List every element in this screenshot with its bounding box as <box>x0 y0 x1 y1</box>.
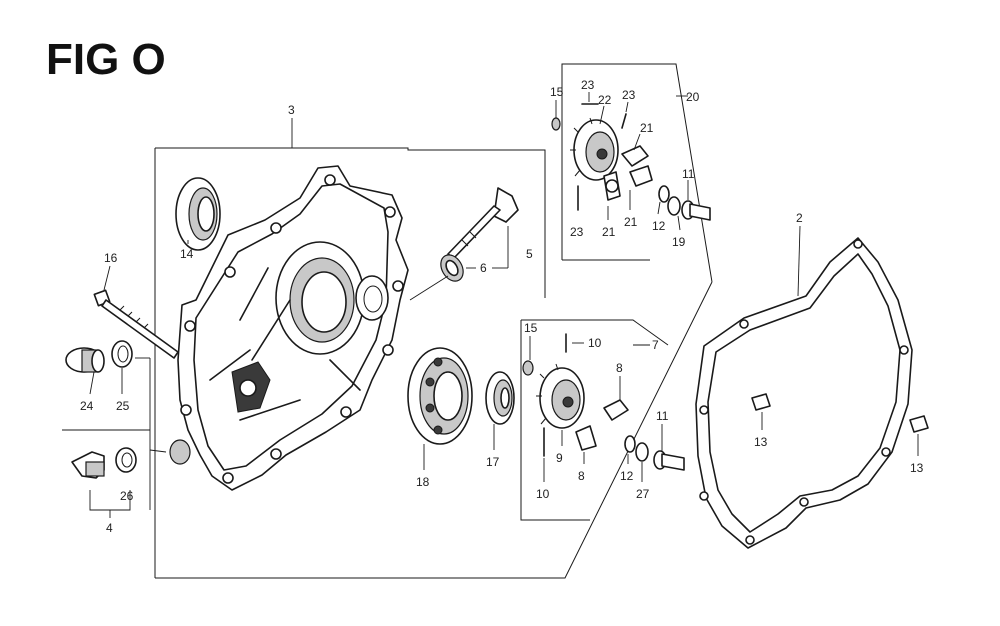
rotor-parts-21 <box>603 145 653 201</box>
washer-12-bottom <box>624 435 636 453</box>
callout-12-bottom: 12 <box>620 469 634 483</box>
leader-lines <box>89 92 919 482</box>
callout-15-top: 15 <box>550 85 564 99</box>
oil-filler-cap-4 <box>71 451 105 479</box>
callout-11-bottom: 11 <box>656 409 669 423</box>
callout-24: 24 <box>80 399 94 413</box>
dowel-pin-13-left <box>751 393 771 411</box>
bolt-11-bottom <box>653 450 685 471</box>
callout-21-bottom: 21 <box>624 215 638 229</box>
callout-5: 5 <box>526 247 533 261</box>
washer-27 <box>635 442 649 462</box>
callout-27: 27 <box>636 487 650 501</box>
callout-17: 17 <box>486 455 500 469</box>
callout-9: 9 <box>556 451 563 465</box>
callout-18: 18 <box>416 475 430 489</box>
oil-seal-14 <box>175 177 221 251</box>
washer-25 <box>111 340 133 368</box>
callout-10-top: 10 <box>588 336 602 350</box>
callout-7: 7 <box>652 338 659 352</box>
callout-26: 26 <box>120 489 134 503</box>
callout-19: 19 <box>672 235 686 249</box>
group-box-oil-pump-b <box>520 319 669 521</box>
drain-plug-24 <box>65 347 105 373</box>
callout-25: 25 <box>116 399 130 413</box>
pin-23-right <box>621 113 627 129</box>
callout-23-top: 23 <box>581 78 595 92</box>
callout-8-top: 8 <box>616 361 623 375</box>
gasket-2 <box>695 237 913 549</box>
crankcase-cover <box>169 165 409 491</box>
callout-23-right: 23 <box>622 88 636 102</box>
oil-pump-gear-9 <box>536 363 585 429</box>
ball-bearing-18 <box>407 347 473 445</box>
callout-13-right: 13 <box>910 461 924 475</box>
oil-level-switch-5 <box>447 187 519 259</box>
callout-15-bottom: 15 <box>524 321 538 335</box>
callout-22: 22 <box>598 93 612 107</box>
callout-labels: 3 14 16 5 6 24 25 26 4 18 17 15 23 22 23… <box>80 78 924 535</box>
o-ring-6 <box>440 254 464 282</box>
bolt-16 <box>93 289 179 359</box>
callout-16: 16 <box>104 251 118 265</box>
bearing-17 <box>485 371 515 425</box>
callout-20: 20 <box>686 90 700 104</box>
washer-15-bottom <box>522 360 534 376</box>
dowel-pin-13-right <box>909 415 929 433</box>
figure-title: FIG O <box>46 35 166 84</box>
callout-2: 2 <box>796 211 803 225</box>
o-ring-26 <box>115 447 137 473</box>
group-box-case-cover <box>154 118 713 579</box>
callout-23-bottom: 23 <box>570 225 584 239</box>
group-box-oil-pump-a <box>561 63 713 283</box>
callout-21-top: 21 <box>640 121 654 135</box>
oil-pump-gear-22 <box>570 117 619 181</box>
callout-21-middle: 21 <box>602 225 616 239</box>
callout-6: 6 <box>480 261 487 275</box>
callout-13-left: 13 <box>754 435 768 449</box>
callout-3: 3 <box>288 103 295 117</box>
callout-8-bottom: 8 <box>578 469 585 483</box>
washer-15-top <box>551 117 561 131</box>
callout-10-bottom: 10 <box>536 487 550 501</box>
bolt-11-top <box>681 200 711 221</box>
callout-4: 4 <box>106 521 113 535</box>
callout-12-top: 12 <box>652 219 666 233</box>
washer-12-top <box>658 185 670 203</box>
callout-11-top: 11 <box>682 167 695 181</box>
washer-19 <box>667 196 681 216</box>
group-box-dipstick <box>62 357 151 518</box>
callout-14: 14 <box>180 247 194 261</box>
rotor-parts-8 <box>575 399 629 451</box>
